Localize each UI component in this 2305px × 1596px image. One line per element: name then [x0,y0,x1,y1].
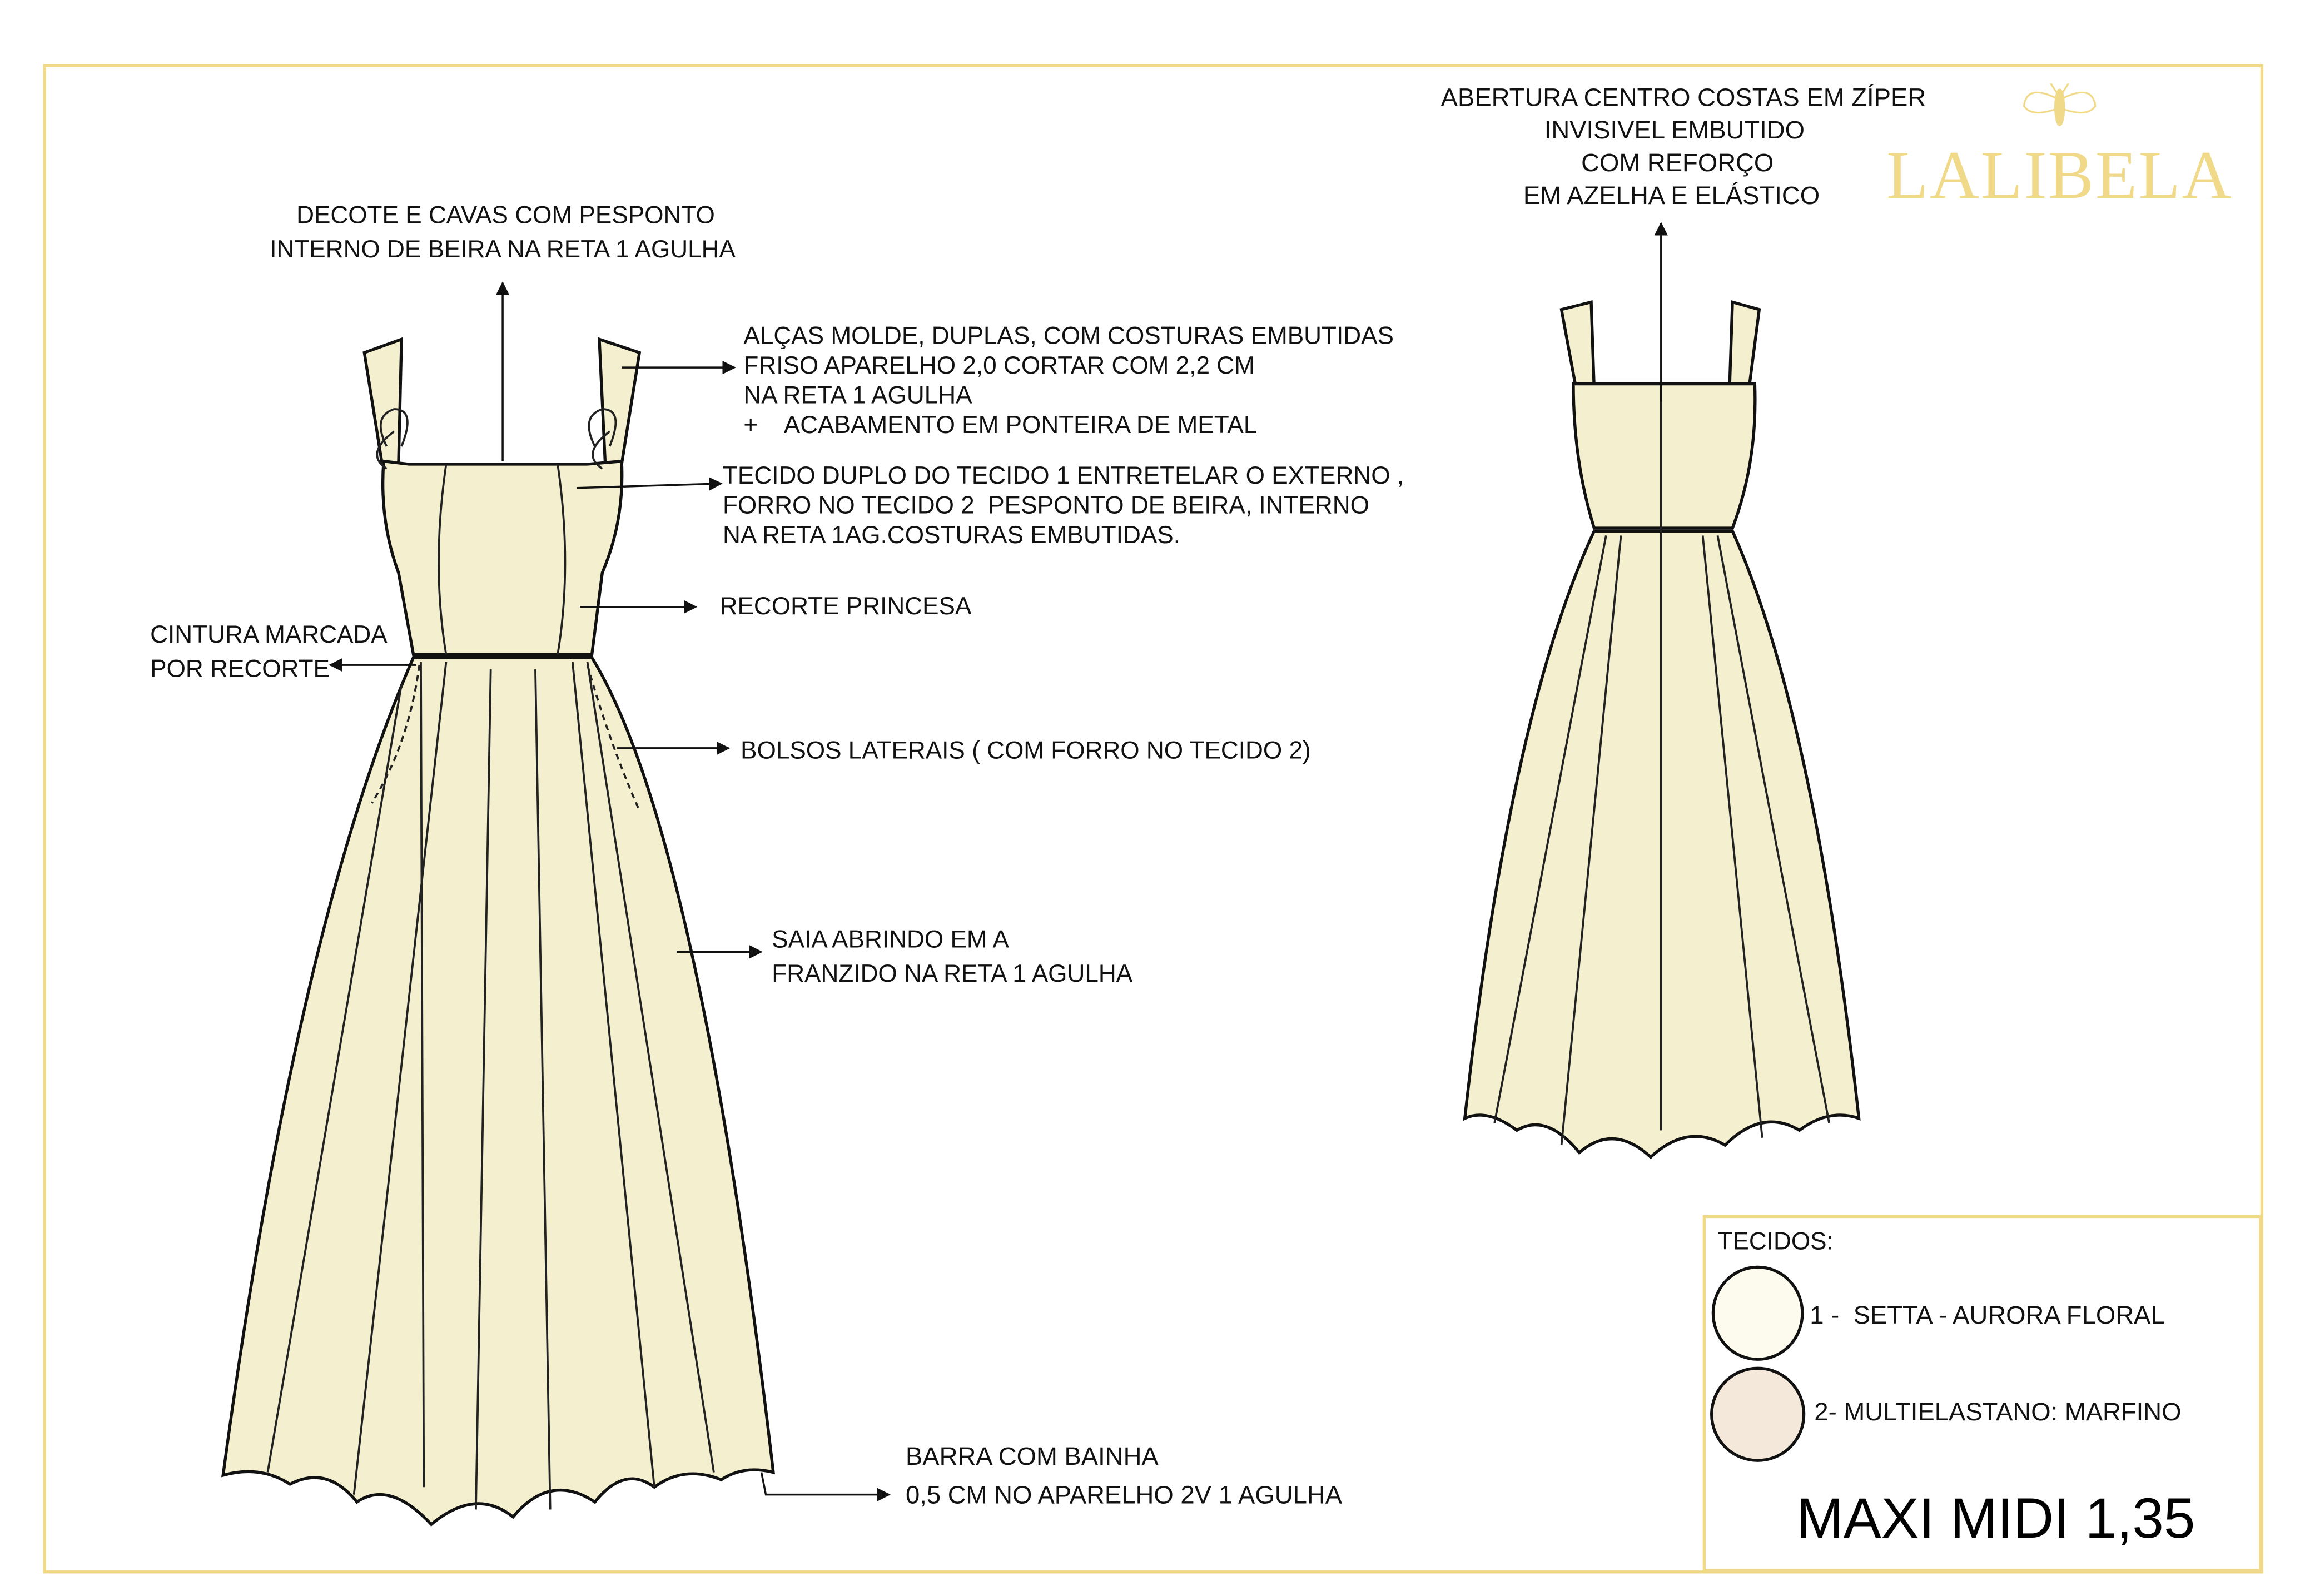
annotation-recorte: RECORTE PRINCESA [720,593,972,620]
annotation-bolsos: BOLSOS LATERAIS ( COM FORRO NO TECIDO 2) [741,737,1311,764]
annotation-line: ALÇAS MOLDE, DUPLAS, COM COSTURAS EMBUTI… [743,322,1394,349]
front-dress-sketch [221,337,776,1527]
annotation-line: POR RECORTE [150,655,330,683]
annotation-line: TECIDO DUPLO DO TECIDO 1 ENTRETELAR O EX… [723,462,1404,489]
page-frame [43,64,2264,1574]
annotation-line: 0,5 CM NO APARELHO 2V 1 AGULHA [906,1481,1343,1509]
fabrics-title: TECIDOS: [1717,1227,1833,1255]
fabric-label-1: 1 - SETTA - AURORA FLORAL [1810,1301,2164,1329]
annotation-line: NA RETA 1AG.COSTURAS EMBUTIDAS. [723,521,1180,549]
annotation-line: FORRO NO TECIDO 2 PESPONTO DE BEIRA, INT… [723,491,1369,519]
back-dress-sketch [1463,300,1861,1160]
front-skirt [221,656,776,1527]
model-name: MAXI MIDI 1,35 [1796,1486,2195,1550]
annotation-saia: SAIA ABRINDO EM A FRANZIDO NA RETA 1 AGU… [772,926,1133,987]
annotation-line: FRISO APARELHO 2,0 CORTAR COM 2,2 CM [743,352,1254,379]
fabric-swatch-2 [1710,1366,1806,1462]
annotation-line: COM REFORÇO [1581,148,1774,177]
annotation-decote: DECOTE E CAVAS COM PESPONTO INTERNO DE B… [270,202,736,263]
fabric-label-2: 2- MULTIELASTANO: MARFINO [1814,1398,2181,1426]
annotation-barra: BARRA COM BAINHA 0,5 CM NO APARELHO 2V 1… [906,1442,1343,1509]
annotation-line: ABERTURA CENTRO COSTAS EM ZÍPER [1441,83,1926,111]
annotation-alcas: ALÇAS MOLDE, DUPLAS, COM COSTURAS EMBUTI… [743,322,1394,438]
fabric-swatch-1 [1711,1265,1804,1361]
annotation-cintura: CINTURA MARCADA POR RECORTE [150,621,388,683]
annotation-line: CINTURA MARCADA [150,621,388,648]
back-bodice [1572,382,1757,530]
front-strap-right [598,337,642,466]
annotation-arrows [329,222,1668,1501]
annotation-line: FRANZIDO NA RETA 1 AGULHA [772,960,1133,987]
fabrics-legend: TECIDOS: 1 - SETTA - AURORA FLORAL 2- MU… [1702,1215,2262,1572]
annotation-abertura: ABERTURA CENTRO COSTAS EM ZÍPER INVISIVE… [1441,83,1926,210]
annotation-line: NA RETA 1 AGULHA [743,381,972,409]
annotation-line: EM AZELHA E ELÁSTICO [1523,181,1820,210]
annotation-line: + ACABAMENTO EM PONTEIRA DE METAL [743,411,1257,439]
annotation-line: INVISIVEL EMBUTIDO [1544,116,1805,144]
annotation-line: INTERNO DE BEIRA NA RETA 1 AGULHA [270,236,736,263]
annotation-tecido-duplo: TECIDO DUPLO DO TECIDO 1 ENTRETELAR O EX… [723,462,1404,549]
brand-name: LALIBELA [1886,137,2233,213]
front-bodice [381,459,624,657]
bee-icon [2023,83,2097,126]
annotation-line: SAIA ABRINDO EM A [772,926,1009,953]
annotation-line: DECOTE E CAVAS COM PESPONTO [296,202,715,229]
brand-logo: LALIBELA [1886,83,2233,213]
front-strap-left [362,337,403,466]
annotation-line: BARRA COM BAINHA [906,1442,1159,1470]
